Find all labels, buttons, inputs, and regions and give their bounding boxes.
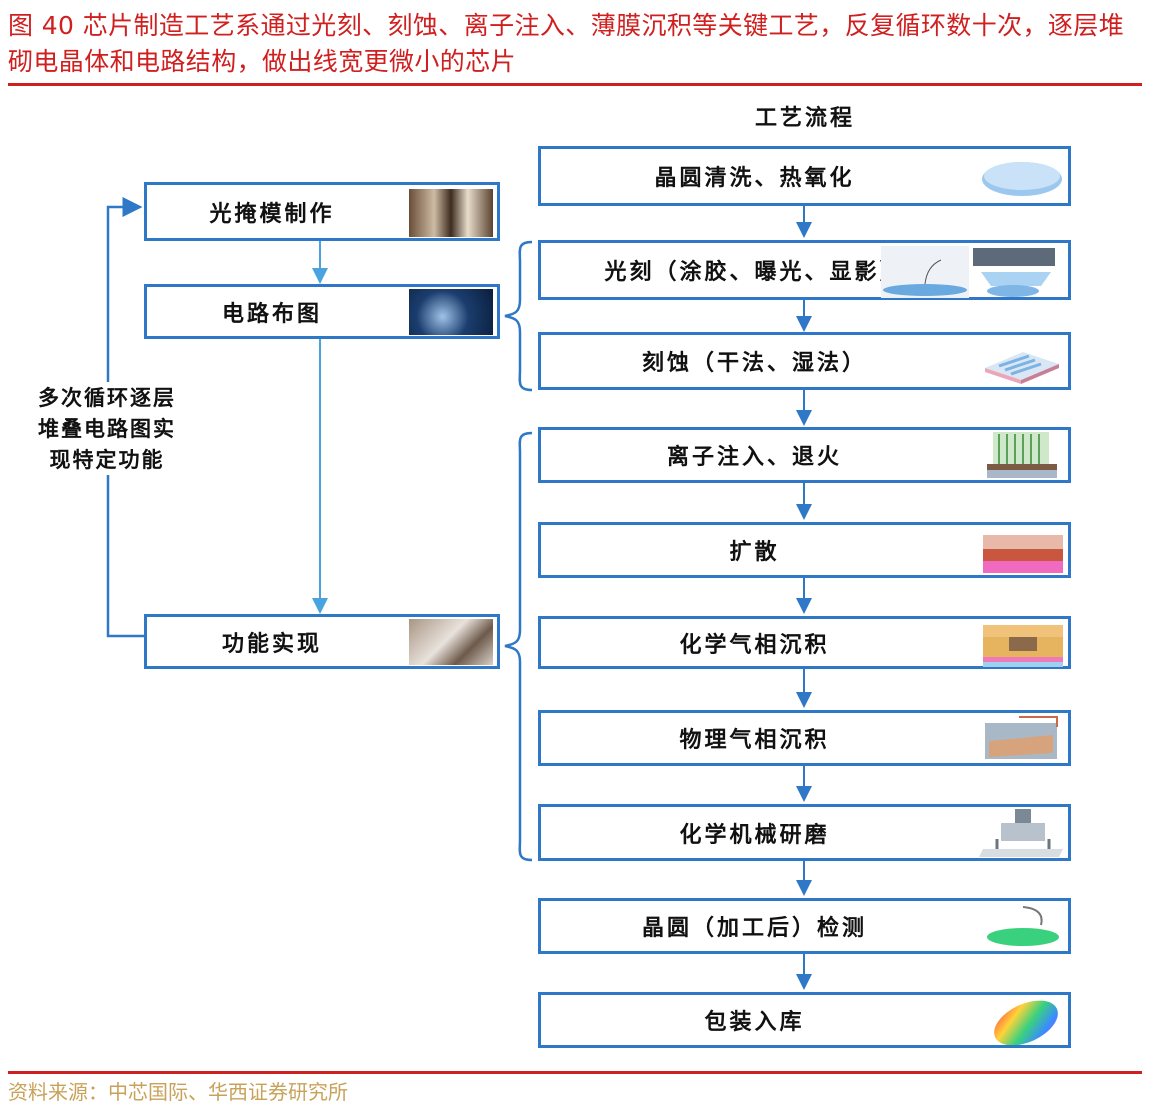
process-step-label: 物理气相沉积 (679, 727, 830, 753)
finished-wafer-icon (987, 999, 1065, 1045)
process-step-label: 包装入库 (704, 1009, 805, 1035)
process-step-label: 化学机械研磨 (679, 821, 830, 848)
process-step-label: 刻蚀（干法、湿法） (641, 350, 867, 376)
process-step-label: 晶圆清洗、热氧化 (654, 165, 855, 191)
process-step-label: 晶圆（加工后）检测 (641, 915, 867, 941)
process-heading: 工艺流程 (754, 105, 855, 131)
step-function: 功能实现 (144, 614, 500, 669)
photomask-photo (409, 189, 493, 237)
step-circuit-layout: 电路布图 (144, 284, 500, 339)
brace-upper (504, 240, 533, 392)
process-step-label: 扩散 (729, 539, 780, 565)
step-photomask-label: 光掩模制作 (209, 200, 335, 227)
cvd-icon (979, 621, 1065, 667)
figure-title: 图 40 芯片制造工艺系通过光刻、刻蚀、离子注入、薄膜沉积等关键工艺，反复循环数… (8, 11, 1125, 76)
process-step-label: 离子注入、退火 (666, 444, 842, 470)
cmp-icon (979, 809, 1065, 859)
process-step-pvd: 物理气相沉积 (538, 710, 1071, 766)
brace-lower (504, 431, 533, 862)
pvd-icon (979, 715, 1065, 763)
inspection-icon (979, 903, 1065, 951)
process-step-diffusion: 扩散 (538, 522, 1071, 578)
process-step-packaging: 包装入库 (538, 992, 1071, 1048)
process-step-cmp: 化学机械研磨 (538, 804, 1071, 861)
process-step-cvd: 化学气相沉积 (538, 616, 1071, 669)
etching-icon (979, 338, 1065, 386)
function-photo (409, 619, 493, 665)
step-photomask: 光掩模制作 (144, 182, 500, 241)
lithography-icon (881, 246, 1065, 298)
top-rule (8, 83, 1142, 86)
bottom-rule (8, 1071, 1142, 1074)
source-note: 资料来源：中芯国际、华西证券研究所 (8, 1080, 348, 1104)
process-step-lithography: 光刻（涂胶、曝光、显影） (538, 240, 1071, 300)
step-circuit-layout-label: 电路布图 (221, 300, 322, 327)
wafer-icon (979, 153, 1065, 201)
process-step-label: 光刻（涂胶、曝光、显影） (604, 259, 905, 285)
process-step-label: 化学气相沉积 (679, 631, 830, 658)
ion-implant-icon (979, 432, 1065, 480)
loop-label: 多次循环逐层堆叠电路图实现特定功能 (22, 382, 192, 475)
step-function-label: 功能实现 (221, 630, 322, 657)
process-step-etching: 刻蚀（干法、湿法） (538, 332, 1071, 390)
circuit-layout-photo (409, 289, 493, 335)
process-step-inspection: 晶圆（加工后）检测 (538, 898, 1071, 954)
diffusion-icon (979, 527, 1065, 575)
process-step-cleaning: 晶圆清洗、热氧化 (538, 146, 1071, 206)
process-step-implant: 离子注入、退火 (538, 427, 1071, 483)
